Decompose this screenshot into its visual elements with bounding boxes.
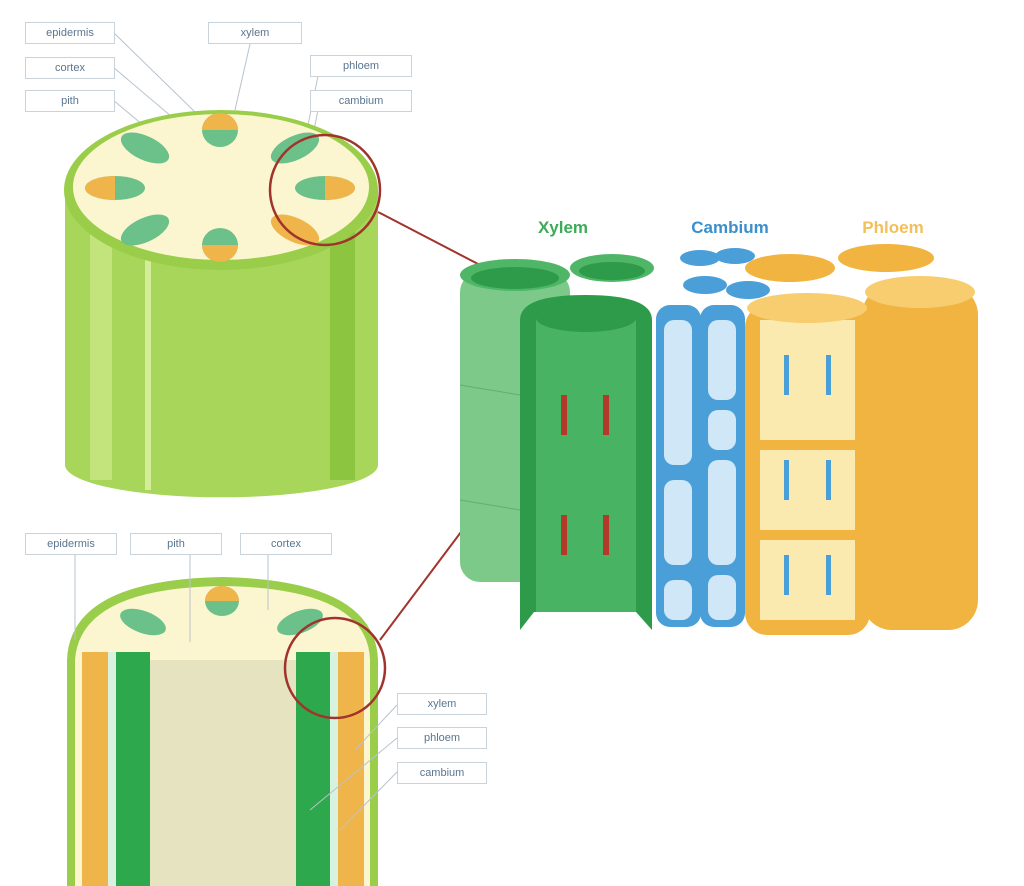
header-xylem: Xylem xyxy=(537,218,589,237)
bottom-leader-lines xyxy=(74,555,398,831)
zoom-highlight-circle-top xyxy=(268,133,382,247)
label-cortex-top: cortex xyxy=(25,57,115,79)
upward-flow-arrows xyxy=(561,395,609,555)
stem-longitudinal-section xyxy=(67,577,378,886)
stem-cylinder xyxy=(64,110,378,498)
label-cortex-bottom: cortex xyxy=(240,533,332,555)
label-cambium-top: cambium xyxy=(310,90,412,112)
header-cambium: Cambium xyxy=(691,218,769,237)
label-pith-bottom: pith xyxy=(130,533,222,555)
label-cambium-bottom: cambium xyxy=(397,762,487,784)
zoom-highlight-circle-bottom xyxy=(283,616,387,720)
label-phloem-top: phloem xyxy=(310,55,412,77)
label-epidermis-top: epidermis xyxy=(25,22,115,44)
label-phloem-bottom: phloem xyxy=(397,727,487,749)
label-xylem-bottom: xylem xyxy=(397,693,487,715)
label-pith-top: pith xyxy=(25,90,115,112)
label-epidermis-bottom: epidermis xyxy=(25,533,117,555)
phloem-flow-arrows xyxy=(784,355,831,595)
vascular-bundles xyxy=(85,113,355,262)
label-xylem-top: xylem xyxy=(208,22,302,44)
cambium-cells xyxy=(656,248,770,627)
header-phloem: Phloem xyxy=(862,218,924,237)
xylem-tubes xyxy=(459,254,654,630)
phloem-tubes xyxy=(745,244,978,635)
